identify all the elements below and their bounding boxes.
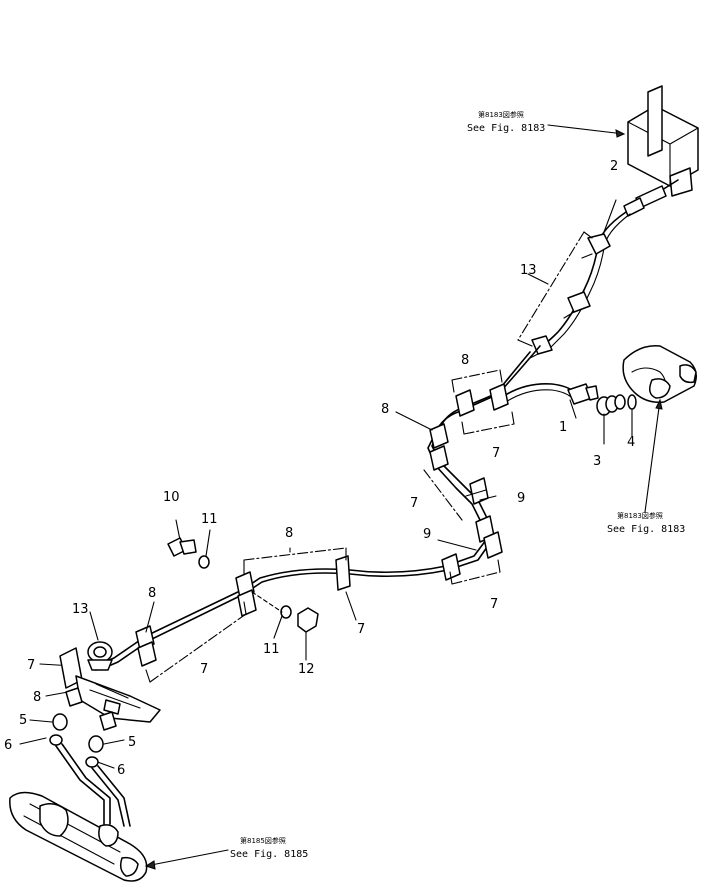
callout-8-d: 8 [148,586,156,601]
callout-9-b: 9 [423,527,431,542]
assembly-line-11 [251,591,283,613]
callout-13-lower: 13 [72,602,89,617]
ref-mid-jp: 第8183図参照 [617,511,663,520]
callout-1: 1 [559,420,567,435]
clamp-part-13-lower [87,641,113,671]
o-ring-part-4 [627,394,637,410]
callout-7-e: 7 [200,662,208,677]
main-tube-route [95,345,541,671]
callout-5-a: 5 [19,713,27,728]
brackets-7-8 [149,369,515,683]
bracket-13-upper [517,231,585,341]
callout-8-b: 8 [381,402,389,417]
callout-7-b: 7 [410,496,418,511]
bottom-valve [9,791,148,882]
callout-3: 3 [593,454,601,469]
callout-7-a: 7 [492,446,500,461]
arrowhead-mid-ref [655,398,663,410]
callout-8-e: 8 [33,690,41,705]
right-valve [622,345,697,404]
lower-pipes [55,743,131,827]
callout-4: 4 [627,435,635,450]
leader-lines [19,199,633,769]
callout-7-f: 7 [27,658,35,673]
bracket-13-upper-ends [517,231,593,347]
upper-control-unit [627,85,699,197]
callout-6-b: 6 [117,763,125,778]
bracket-ends [145,369,515,683]
callout-8-a: 8 [461,353,469,368]
fittings-part-5-6 [49,687,117,768]
callout-5-b: 5 [128,735,136,750]
callout-11-a: 11 [201,512,218,527]
ref-bottom-jp: 第8185図参照 [240,836,286,845]
callout-10: 10 [163,490,180,505]
hose-part-1 [497,383,599,407]
ref-top-en: See Fig. 8183 [467,123,545,134]
arrowhead-bottom-ref [144,860,156,870]
callout-12: 12 [298,662,315,677]
leader-bottom-ref [145,849,229,867]
fitting-part-3 [596,394,626,416]
ref-top-jp: 第8183図参照 [478,110,524,119]
callout-6-a: 6 [4,738,12,753]
leader-mid-ref [644,399,661,513]
lower-manifold [59,647,161,723]
clamp-group-upper [429,383,509,471]
clamp-group-long-run [235,555,351,617]
bolt-part-10 [167,537,197,557]
callout-2: 2 [610,159,618,174]
callout-7-c: 7 [490,597,498,612]
callout-7-d: 7 [357,622,365,637]
hose-part-2 [541,179,679,351]
callout-8-c: 8 [285,526,293,541]
callout-9-a: 9 [517,491,525,506]
clamps-part-13-upper [529,233,611,359]
leader-top-ref [547,124,625,135]
washer-part-11-b [280,605,292,619]
clamp-group-lower-left [135,625,157,667]
ref-bottom-en: See Fig. 8185 [230,849,308,860]
leader-13-upper [527,273,549,285]
ref-mid-en: See Fig. 8183 [607,524,685,535]
callout-13-upper: 13 [520,263,537,278]
clamp-group-mid [441,477,503,581]
callout-11-b: 11 [263,642,280,657]
arrowhead-top-ref [615,129,626,138]
nut-part-12 [297,607,319,633]
washer-part-11-a [198,555,210,569]
